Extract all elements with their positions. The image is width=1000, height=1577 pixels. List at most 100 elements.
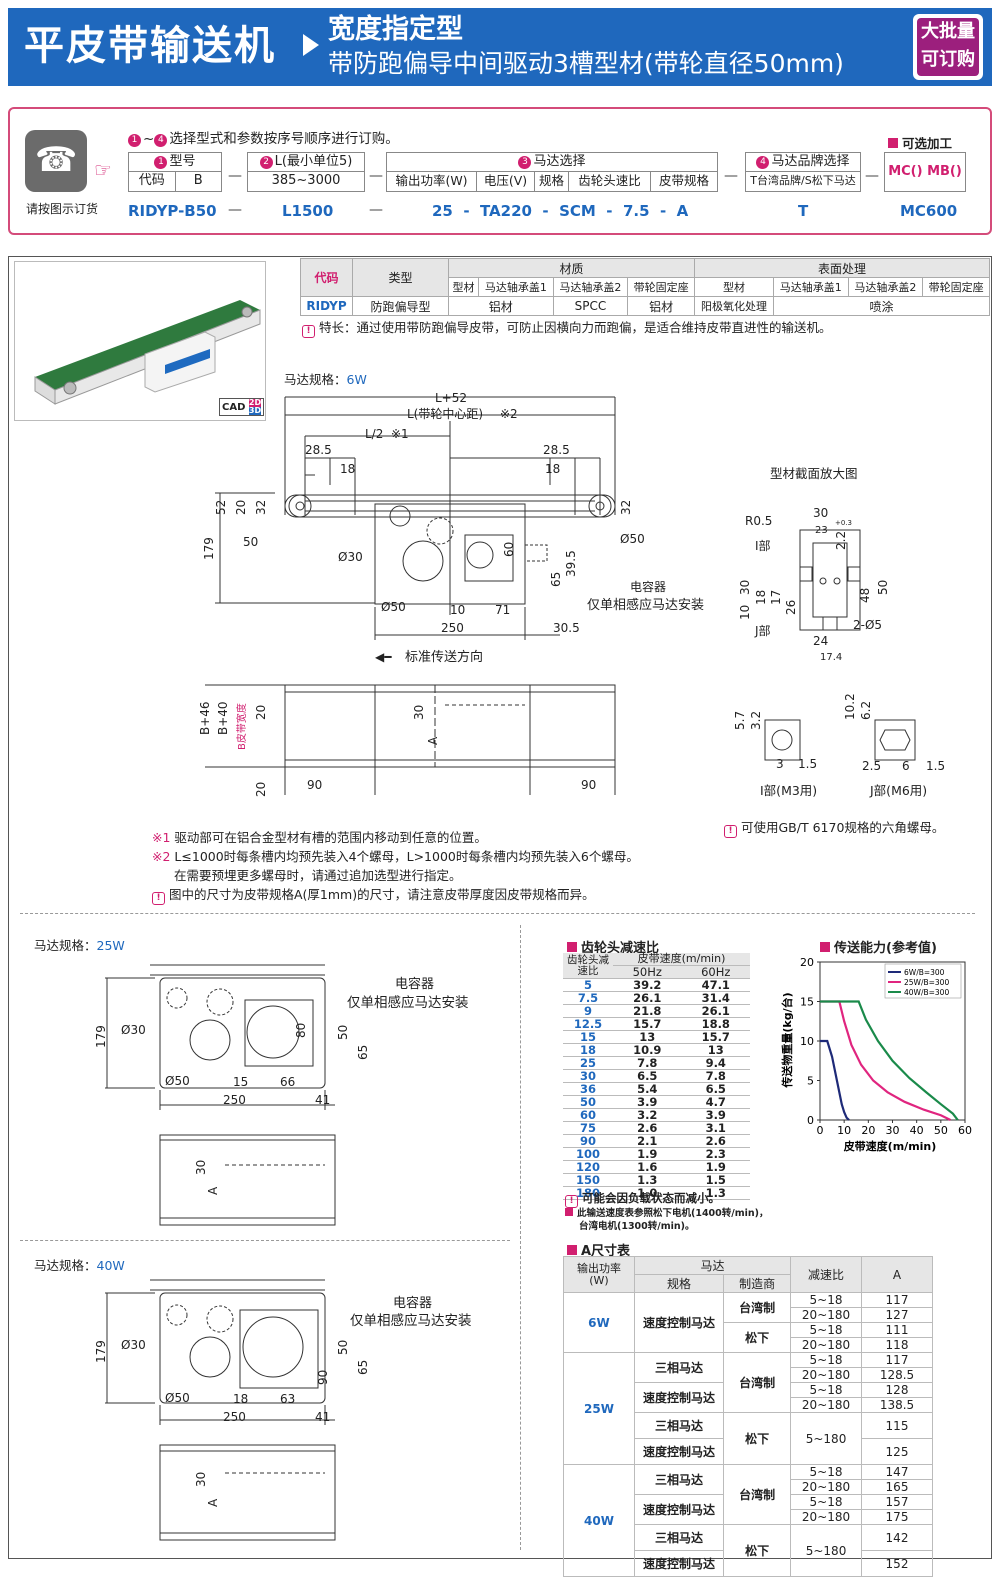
speed-cell: 15.7	[613, 1017, 682, 1031]
code-model: RIDYP-B50	[128, 202, 217, 220]
chart-title: 传送能力(参考值)	[820, 937, 937, 956]
svg-text:23: 23	[815, 525, 828, 536]
svg-text:66: 66	[280, 1075, 295, 1089]
pointing-hand-icon: ☞	[94, 158, 112, 182]
y-tick-label: 20	[800, 956, 814, 969]
speed-cell: 3.1	[681, 1121, 750, 1135]
type-name: 宽度指定型	[328, 14, 463, 45]
bulk-order-badge: 大批量可订购	[913, 14, 983, 80]
ratio-cell: 90	[563, 1134, 613, 1148]
svg-text:30: 30	[194, 1472, 208, 1487]
section-title: 型材截面放大图	[770, 466, 858, 481]
speed-cell: 2.6	[613, 1121, 682, 1135]
chart-ylabel: 传送物重量(kg/台)	[780, 992, 794, 1088]
i-j-part-drawing: 5.7 3.2 3 1.5 10.2 6.2 2.5 6 1.5 I部(M3用)…	[733, 693, 945, 798]
speed-cell: 39.2	[613, 978, 682, 992]
svg-text:B皮带宽度: B皮带宽度	[235, 703, 248, 750]
svg-text:50: 50	[336, 1025, 350, 1040]
svg-text:30: 30	[412, 705, 426, 720]
speed-cell: 47.1	[681, 978, 750, 992]
svg-text:仅单相感应马达安装: 仅单相感应马达安装	[350, 1312, 472, 1329]
speed-cell: 4.7	[681, 1095, 750, 1109]
legend-label: 25W/B=300	[904, 978, 949, 987]
svg-text:39.5: 39.5	[564, 550, 578, 577]
speed-cell: 26.1	[681, 1004, 750, 1018]
speed-cell: 1.9	[613, 1147, 682, 1161]
main-section	[8, 256, 992, 1559]
speed-cell: 10.9	[613, 1043, 682, 1057]
drawing-25w: 179 Ø30 Ø50 15 66 250 41 80 50 65 30 A 电…	[95, 964, 469, 1226]
svg-text:※1: ※1	[391, 427, 409, 441]
ratio-cell: 25	[563, 1056, 613, 1070]
svg-text:30: 30	[738, 580, 752, 595]
svg-text:65: 65	[549, 572, 563, 587]
page-title: 平皮带输送机	[24, 23, 276, 69]
svg-text:30: 30	[194, 1160, 208, 1175]
svg-text:90: 90	[316, 1370, 330, 1385]
series-line-0	[820, 1039, 850, 1121]
svg-text:24: 24	[813, 634, 828, 648]
ratio-cell: 7.5	[563, 991, 613, 1005]
y-tick-label: 5	[807, 1075, 814, 1088]
svg-text:10: 10	[738, 605, 752, 620]
svg-text:6.2: 6.2	[859, 701, 873, 720]
svg-text:20: 20	[234, 500, 248, 515]
svg-text:18: 18	[233, 1392, 248, 1406]
svg-text:30: 30	[813, 506, 828, 520]
svg-text:J部: J部	[754, 623, 771, 638]
svg-text:65: 65	[356, 1360, 370, 1375]
speed-cell: 15.7	[681, 1030, 750, 1044]
optional-box: MC() MB()	[884, 152, 966, 192]
header-banner: 平皮带输送机 宽度指定型 带防跑偏导中间驱动3槽型材(带轮直径50mm) 大批量…	[8, 8, 992, 86]
svg-text:※2: ※2	[500, 407, 518, 421]
svg-text:+0.3: +0.3	[835, 519, 852, 527]
svg-text:48: 48	[858, 588, 872, 603]
svg-text:250: 250	[223, 1410, 246, 1424]
svg-text:179: 179	[95, 1025, 108, 1048]
svg-text:41: 41	[315, 1093, 330, 1107]
svg-text:I部(M3用): I部(M3用)	[760, 783, 817, 798]
svg-text:Ø30: Ø30	[121, 1023, 146, 1037]
ratio-cell: 150	[563, 1173, 613, 1187]
svg-text:30.5: 30.5	[553, 621, 580, 635]
direction-arrow-icon: ◀━	[375, 650, 392, 664]
svg-text:41: 41	[315, 1410, 330, 1424]
legend-label: 6W/B=300	[904, 968, 945, 977]
ratio-cell: 30	[563, 1069, 613, 1083]
svg-text:A: A	[206, 1186, 220, 1195]
svg-text:52: 52	[214, 500, 228, 515]
svg-text:Ø50: Ø50	[165, 1391, 190, 1405]
feature-text: !特长：通过使用带防跑偏导皮带，可防止因横向力而跑偏，是适合维持皮带直进性的输送…	[302, 318, 832, 338]
speed-cell: 26.1	[613, 991, 682, 1005]
code-length: L1500	[282, 202, 334, 220]
ratio-cell: 100	[563, 1147, 613, 1161]
svg-text:10.2: 10.2	[843, 693, 857, 720]
ratio-cell: 18	[563, 1043, 613, 1057]
x-tick-label: 50	[934, 1124, 948, 1137]
svg-text:L/2: L/2	[365, 427, 383, 441]
series-line-2	[820, 1000, 959, 1121]
motor-40w-label: 马达规格：40W	[34, 1258, 125, 1273]
y-tick-label: 10	[800, 1035, 814, 1048]
speed-cell: 18.8	[681, 1017, 750, 1031]
svg-text:Ø50: Ø50	[620, 532, 645, 546]
svg-text:1.5: 1.5	[926, 759, 945, 773]
ratio-title: 齿轮头减速比	[567, 937, 659, 956]
speed-cell: 9.4	[681, 1056, 750, 1070]
speed-cell: 6.5	[613, 1069, 682, 1083]
a-table-title: A尺寸表	[567, 1240, 630, 1259]
ratio-cell: 60	[563, 1108, 613, 1122]
svg-text:电容器: 电容器	[395, 976, 434, 992]
svg-text:A: A	[206, 1498, 220, 1507]
svg-text:63: 63	[280, 1392, 295, 1406]
